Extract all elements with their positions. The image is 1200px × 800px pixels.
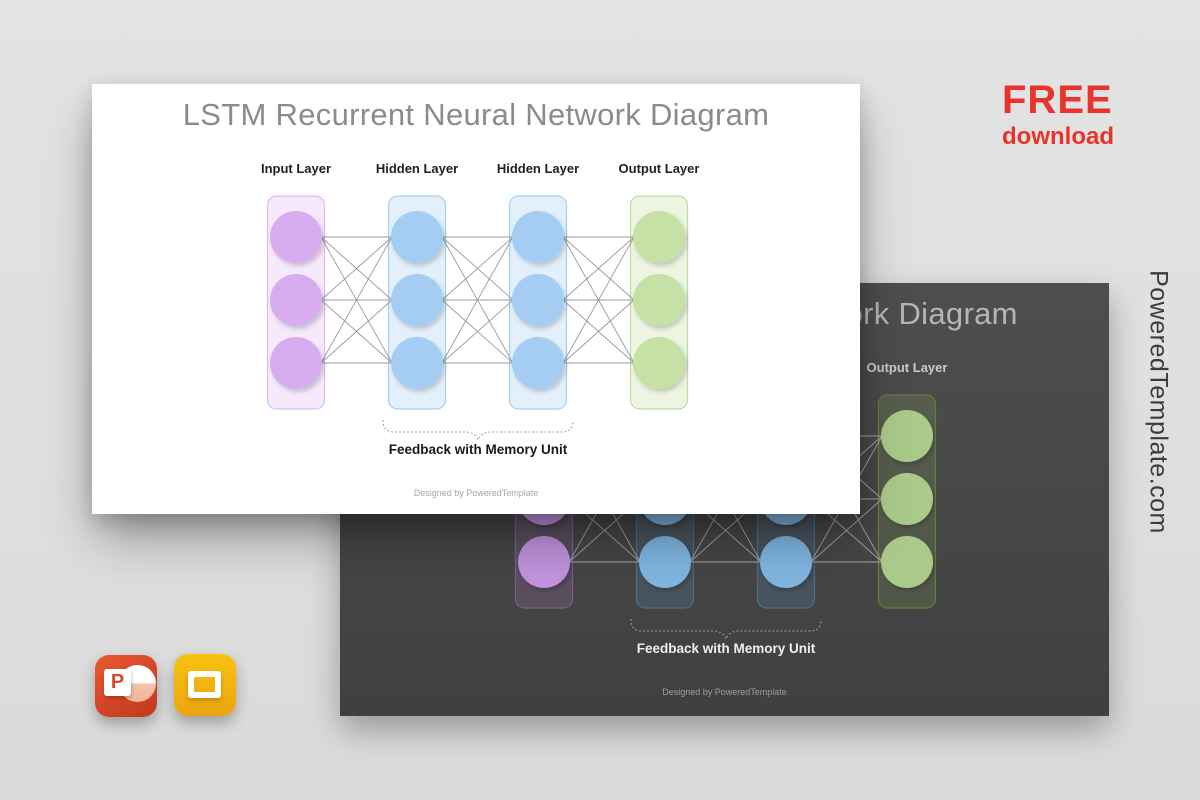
slide-title: LSTM Recurrent Neural Network Diagram bbox=[182, 97, 770, 132]
download-label: download bbox=[1002, 123, 1114, 150]
feedback-label: Feedback with Memory Unit bbox=[636, 641, 816, 656]
neural-network-diagram bbox=[266, 195, 689, 442]
layer-label-input: Input Layer bbox=[260, 161, 332, 176]
layer-label-output: Output Layer bbox=[618, 161, 700, 176]
free-label: FREE bbox=[1002, 78, 1113, 122]
poweredtemplate-watermark: PoweredTemplate.com bbox=[1144, 270, 1173, 534]
designed-by-credit: Designed by PoweredTemplate bbox=[662, 687, 787, 697]
slide-preview-light[interactable]: LSTM Recurrent Neural Network Diagram In… bbox=[92, 84, 860, 514]
free-download-badge[interactable]: FREE download bbox=[1002, 78, 1114, 150]
designed-by-credit: Designed by PoweredTemplate bbox=[413, 488, 539, 498]
layer-label-hidden-1: Hidden Layer bbox=[375, 161, 459, 176]
layer-label-hidden-2: Hidden Layer bbox=[496, 161, 580, 176]
powerpoint-letter-tile: P bbox=[104, 669, 131, 696]
feedback-label: Feedback with Memory Unit bbox=[388, 442, 568, 457]
powerpoint-icon[interactable]: P bbox=[95, 655, 157, 717]
google-slides-frame-glyph bbox=[188, 671, 221, 698]
google-slides-icon[interactable] bbox=[174, 654, 236, 716]
layer-label-output: Output Layer bbox=[866, 360, 948, 375]
